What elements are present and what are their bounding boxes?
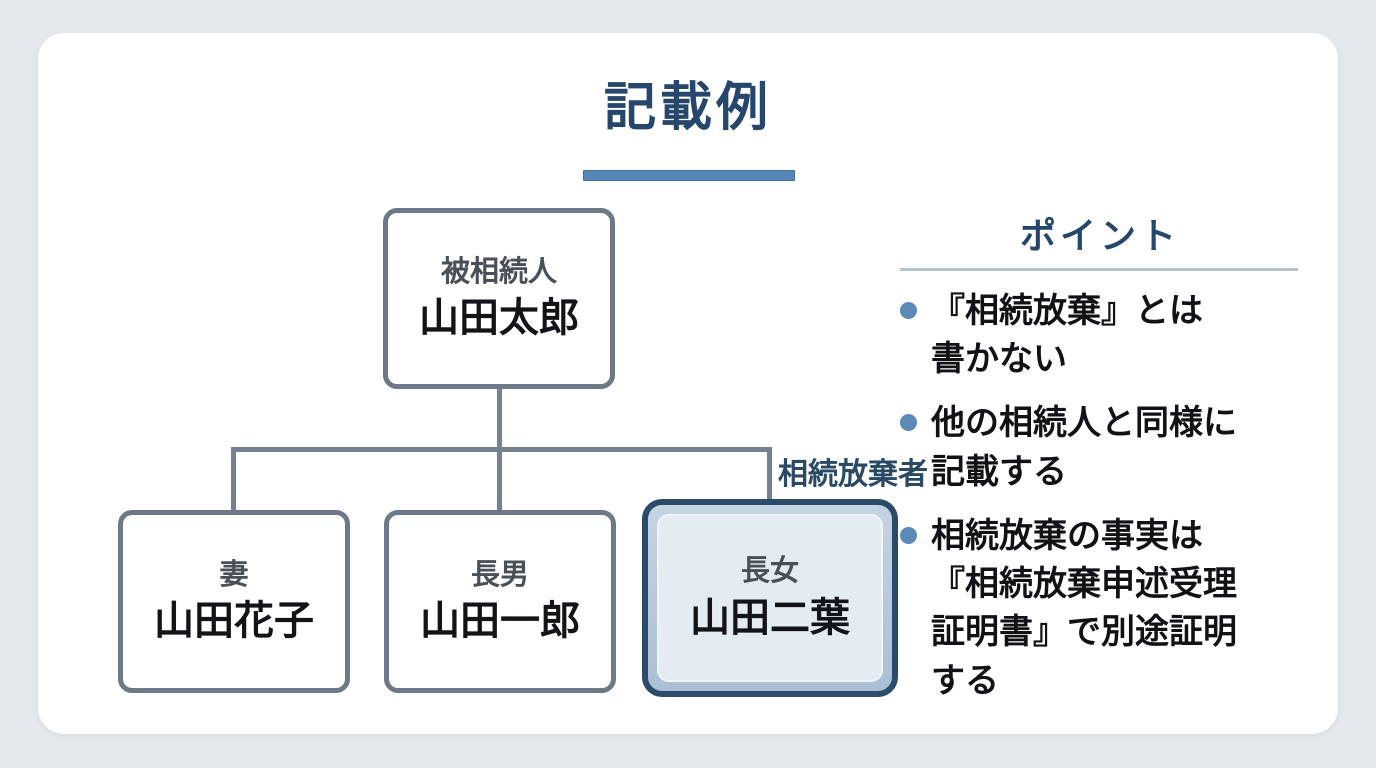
connector-vertical-to-son [497,447,502,512]
person-name: 山田一郎 [420,599,580,644]
person-name: 山田太郎 [419,296,579,341]
points-panel: ポイント 『相続放棄』とは 書かない 他の相続人と同様に 記載する 相続放棄の事… [900,213,1300,721]
person-box-wife: 妻 山田花子 [118,510,350,693]
point-text: 『相続放棄』とは 書かない [931,291,1203,379]
bullet-dot-icon [900,526,917,544]
bullet-dot-icon [900,414,917,432]
person-box-deceased: 被相続人 山田太郎 [383,208,615,389]
connector-vertical-to-daughter [767,447,772,502]
title-underline [583,170,795,181]
connector-vertical-to-wife [231,447,236,512]
point-text: 他の相続人と同様に 記載する [931,404,1237,491]
title-block: 記載例 [38,79,1338,181]
points-heading-underline [900,267,1298,271]
person-role: 長男 [470,558,529,591]
bullet-dot-icon [900,301,917,319]
person-role: 妻 [219,558,249,591]
person-box-eldest-daughter-highlighted: 長女 山田二葉 [642,499,898,697]
points-heading: ポイント [1019,215,1180,256]
list-item: 相続放棄の事実は 『相続放棄申述受理 証明書』で別途証明 する [900,512,1300,705]
list-item: 他の相続人と同様に 記載する [900,399,1300,496]
page-title: 記載例 [603,79,772,137]
points-list: 『相続放棄』とは 書かない 他の相続人と同様に 記載する 相続放棄の事実は 『相… [900,287,1300,705]
person-role: 被相続人 [440,255,557,288]
person-box-eldest-son: 長男 山田一郎 [384,510,616,693]
point-text: 相続放棄の事実は 『相続放棄申述受理 証明書』で別途証明 する [931,516,1237,700]
person-name: 山田花子 [154,599,314,644]
connector-vertical-from-deceased [497,387,502,450]
renounce-heir-label: 相続放棄者 [778,458,928,491]
person-role: 長女 [740,555,799,588]
slide-card: 記載例 被相続人 山田太郎 妻 山田花子 長男 山田一郎 相続放棄者 長女 [38,33,1338,734]
highlighted-box-inner: 長女 山田二葉 [657,514,883,682]
list-item: 『相続放棄』とは 書かない [900,287,1300,384]
person-name: 山田二葉 [690,595,850,640]
